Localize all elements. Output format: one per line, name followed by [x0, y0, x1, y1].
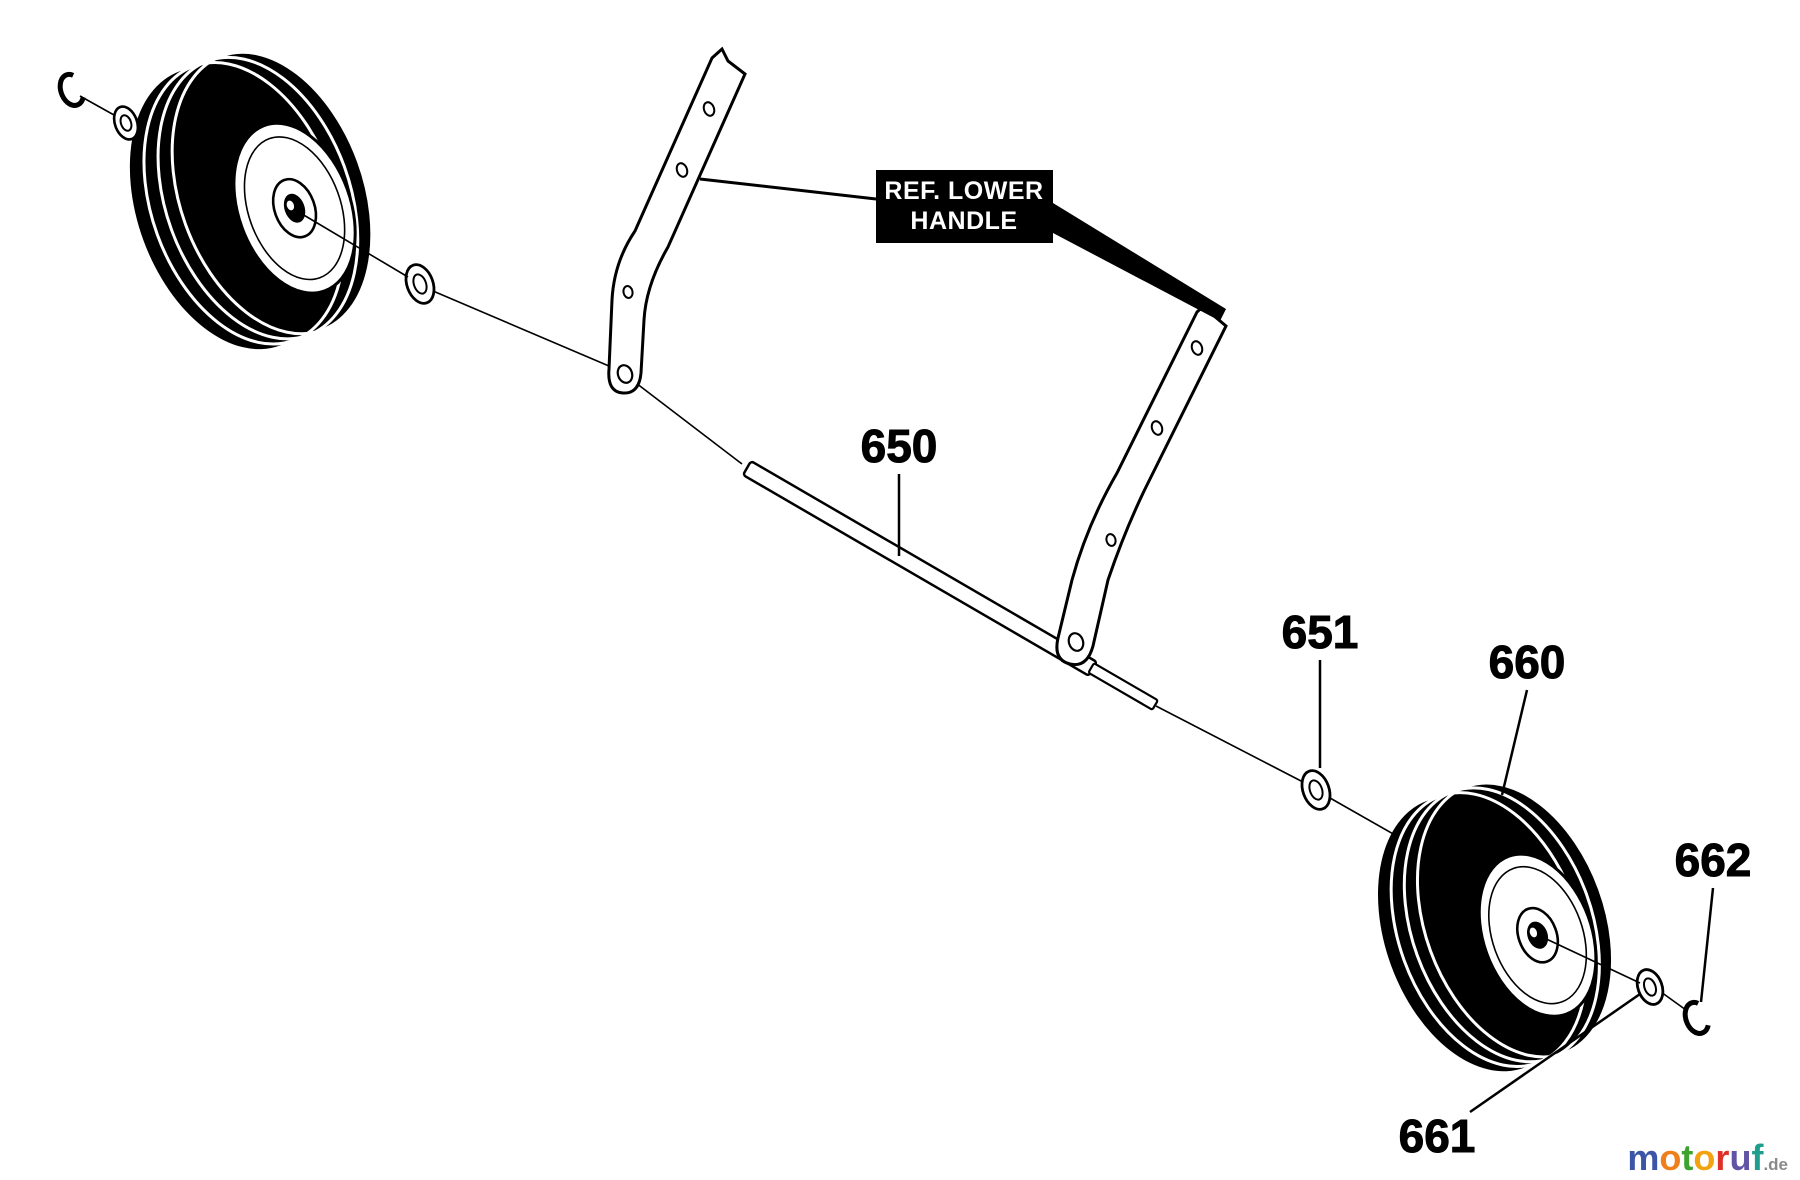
tire-groove: [156, 55, 360, 341]
bracket-hole: [702, 101, 716, 117]
logo-letter: t: [1681, 1137, 1694, 1178]
e-ring-clip-662: [1682, 999, 1711, 1036]
leader-line-661: [1469, 992, 1641, 1114]
wheel-face-ring: [1487, 865, 1588, 1005]
logo-letter: m: [1627, 1137, 1660, 1178]
washer-hole: [1308, 779, 1324, 801]
axle-centerline-segment: [432, 290, 617, 370]
washer-outer-edge: [1300, 769, 1332, 811]
front-e-ring-clip: [57, 71, 86, 108]
e-ring-shape: [1682, 999, 1711, 1036]
leader-line-662: [1699, 887, 1715, 1003]
part-labels: 650 651 660 662 661: [860, 420, 1752, 1163]
axle-centerline-segment: [79, 95, 115, 116]
washer-outer-edge: [404, 263, 436, 305]
axle-centerline-segment: [296, 210, 409, 278]
inner-washer-651: [1300, 769, 1332, 811]
ref-label-line2: HANDLE: [910, 207, 1017, 235]
axle-rod-tube: [742, 460, 1098, 676]
bracket-hole: [675, 162, 689, 178]
axle-rod: [742, 460, 1159, 711]
e-ring-shape: [57, 71, 86, 108]
right-handle-bracket: [1055, 300, 1228, 667]
part-label-662: 662: [1675, 834, 1752, 886]
bracket-hole: [1150, 420, 1164, 436]
logo-letter: u: [1729, 1137, 1752, 1178]
ref-label-line1: REF. LOWER: [884, 177, 1043, 205]
wheel-face-ring: [243, 136, 346, 281]
washer-hole: [1642, 977, 1658, 997]
bracket-axle-hole: [1067, 632, 1085, 652]
logo-letter: o: [1693, 1137, 1716, 1178]
bracket-hole: [1105, 533, 1117, 547]
rear-wheel: [1378, 781, 1615, 1072]
axle-centerline-segment: [1539, 935, 1641, 984]
leader-line-660: [1500, 689, 1529, 796]
ref-label-box: [876, 170, 1053, 243]
right-handle-bracket-body: [1055, 300, 1228, 667]
logo-suffix: .de: [1763, 1155, 1788, 1174]
bracket-axle-hole: [616, 364, 634, 384]
wheel-bore-highlight: [286, 200, 295, 211]
outer-washer-661: [1635, 968, 1665, 1006]
axle-centerline-segment: [1155, 705, 1304, 783]
wheel-bore-highlight: [1529, 927, 1538, 938]
axle-centerline-segment: [631, 379, 743, 465]
axle-centerline-segment: [1660, 991, 1687, 1011]
part-label-650: 650: [861, 420, 938, 472]
bracket-hole: [1190, 340, 1204, 356]
washer-outer-edge: [112, 105, 140, 141]
left-handle-bracket: [607, 46, 747, 395]
axle-centerline-segment: [1329, 797, 1403, 840]
front-axle-washer: [404, 263, 436, 305]
tire-groove: [170, 50, 374, 336]
front-wheel: [129, 50, 374, 350]
callout-leader-left: [699, 177, 877, 201]
washer-hole: [412, 273, 428, 295]
logo-letter: o: [1659, 1137, 1682, 1178]
ref-lower-handle-callout: REF. LOWER HANDLE: [699, 170, 1226, 321]
washer-outer-edge: [1635, 968, 1665, 1006]
axle-rod-tip: [1088, 662, 1159, 711]
tire-groove: [1415, 781, 1615, 1059]
tire-groove: [1402, 786, 1601, 1064]
part-label-660: 660: [1489, 636, 1566, 688]
logo-letter: r: [1715, 1137, 1730, 1178]
front-washer: [112, 105, 140, 141]
bracket-hole: [622, 285, 634, 299]
callout-leader-right: [1053, 203, 1226, 321]
part-label-651: 651: [1282, 606, 1359, 658]
left-handle-bracket-body: [607, 46, 747, 395]
logo-letter: f: [1751, 1137, 1764, 1178]
motoruf-logo: motoruf.de: [1627, 1140, 1788, 1176]
axle-centerline-overlay: [296, 210, 1641, 984]
part-label-661: 661: [1399, 1110, 1476, 1162]
